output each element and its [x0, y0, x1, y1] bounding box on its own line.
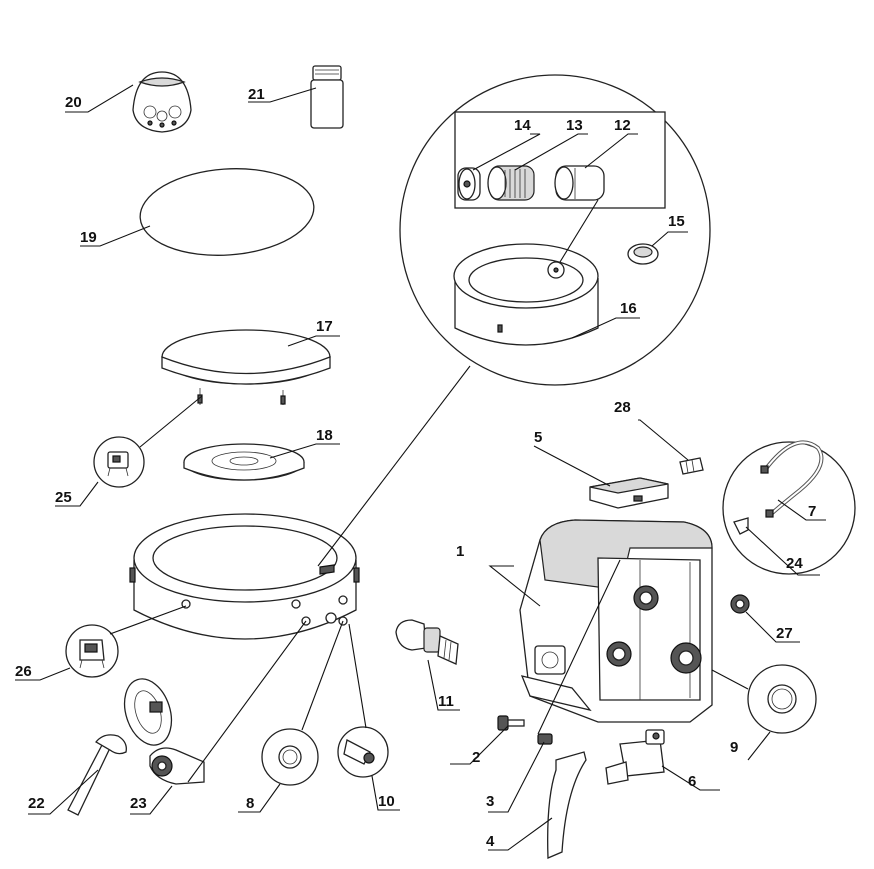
label-27: 27 — [776, 625, 793, 642]
part-22-wrench — [67, 734, 127, 816]
part-4-handle — [547, 751, 587, 859]
label-6: 6 — [688, 773, 696, 790]
leader-lines — [15, 84, 826, 851]
pool-tub-body — [129, 513, 360, 640]
label-24: 24 — [786, 555, 803, 572]
label-26: 26 — [15, 663, 32, 680]
label-12: 12 — [614, 117, 631, 134]
label-1: 1 — [456, 543, 464, 560]
part-1-pump-unit — [519, 519, 713, 723]
part-27-valve — [730, 594, 750, 614]
part-17-lid — [161, 329, 331, 405]
label-2: 2 — [472, 749, 480, 766]
label-7: 7 — [808, 503, 816, 520]
part-5-cover-plate — [589, 477, 669, 509]
label-9: 9 — [730, 739, 738, 756]
label-4: 4 — [486, 833, 495, 850]
label-8: 8 — [246, 795, 254, 812]
part-21-bottle — [310, 65, 344, 129]
label-21: 21 — [248, 86, 265, 103]
label-14: 14 — [514, 117, 531, 134]
label-16: 16 — [620, 300, 637, 317]
part-6-pump-connector — [605, 729, 665, 785]
label-15: 15 — [668, 213, 685, 230]
part-8-ring — [261, 728, 319, 786]
filter-zoom-circle — [399, 74, 711, 386]
part-18-base-plate — [183, 443, 305, 481]
label-11: 11 — [438, 693, 454, 710]
part-20-dome — [132, 71, 192, 133]
label-18: 18 — [316, 427, 333, 444]
part-labels: 20 21 19 17 18 25 26 22 23 8 10 11 1 2 3… — [15, 86, 816, 850]
label-20: 20 — [65, 94, 82, 111]
part-11-hose-connector — [395, 619, 459, 665]
label-17: 17 — [316, 318, 333, 335]
label-10: 10 — [378, 793, 395, 810]
label-25: 25 — [55, 489, 72, 506]
part-3-screw — [537, 733, 553, 745]
part-10-fitting-callout — [337, 726, 389, 778]
part-28-connector — [679, 457, 704, 475]
label-5: 5 — [534, 429, 542, 446]
label-22: 22 — [28, 795, 45, 812]
label-19: 19 — [80, 229, 97, 246]
part-2-bolt — [497, 715, 525, 731]
label-28: 28 — [614, 399, 631, 416]
label-13: 13 — [566, 117, 583, 134]
part-9-ring — [747, 664, 817, 734]
label-23: 23 — [130, 795, 147, 812]
part-19-cover-sheet — [139, 168, 315, 256]
label-3: 3 — [486, 793, 494, 810]
part-26-clip-callout — [65, 624, 119, 678]
part-25-clip-callout — [93, 436, 145, 488]
part-23-valve-assembly — [123, 678, 205, 785]
